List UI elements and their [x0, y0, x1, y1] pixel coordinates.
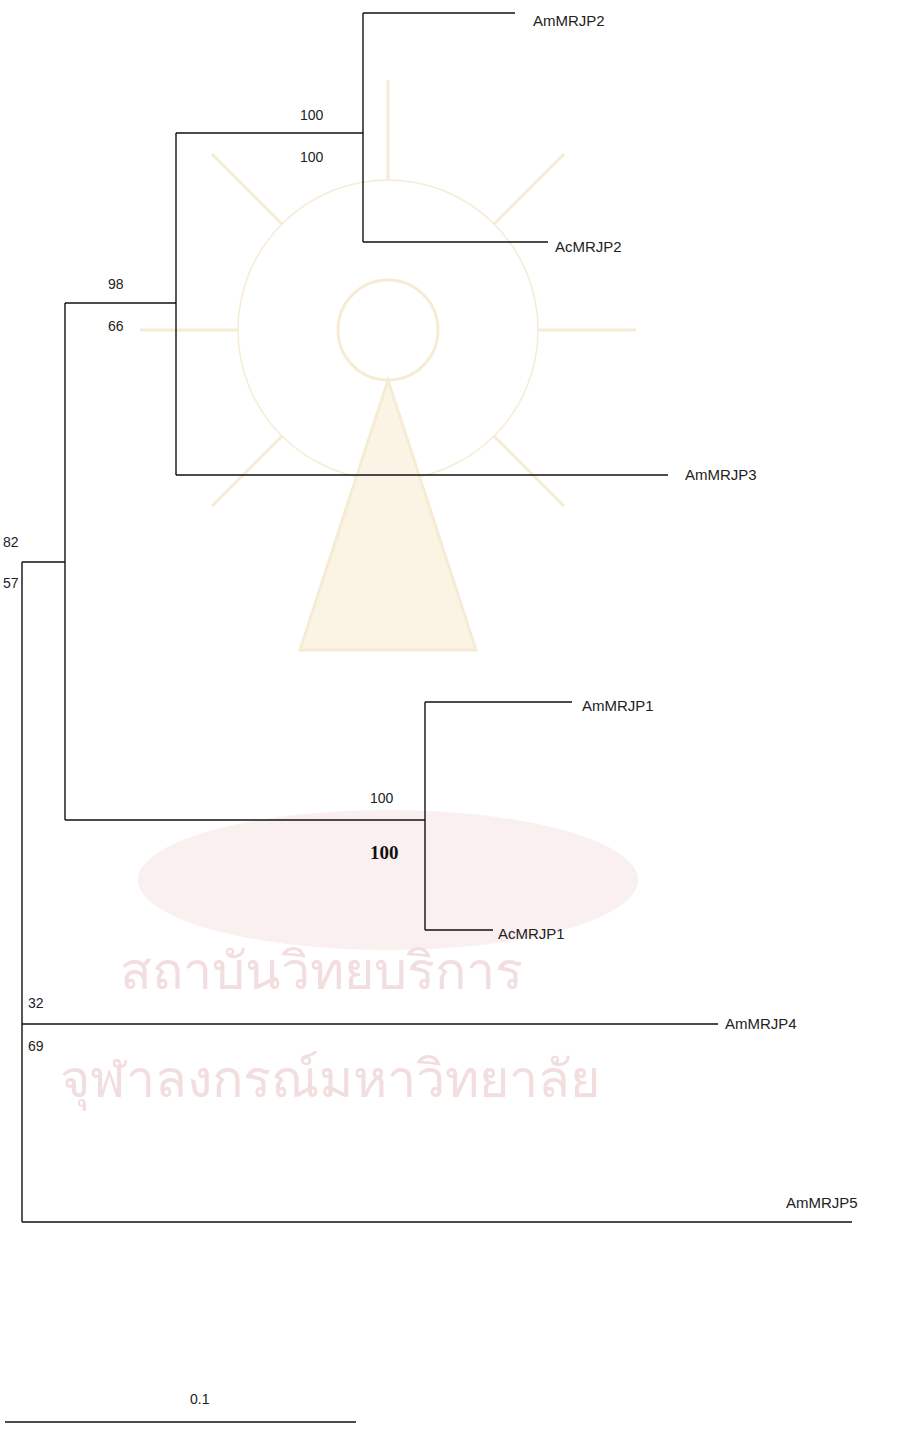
- bootstrap-value: 100: [370, 842, 399, 864]
- taxon-label: AmMRJP2: [533, 12, 605, 30]
- bootstrap-value: 82: [3, 533, 19, 551]
- taxon-label: AcMRJP1: [498, 925, 565, 943]
- bootstrap-value: 66: [108, 317, 124, 335]
- taxon-label: AmMRJP1: [582, 697, 654, 715]
- watermark-text: สถาบันวิทยบริการ: [120, 942, 523, 1000]
- bootstrap-value: 69: [28, 1037, 44, 1055]
- tree-branches: [22, 13, 852, 1222]
- bootstrap-value: 100: [300, 106, 323, 124]
- taxon-label: AmMRJP4: [725, 1015, 797, 1033]
- taxon-label: AmMRJP3: [685, 466, 757, 484]
- taxon-label: AmMRJP5: [786, 1194, 858, 1212]
- bootstrap-value: 57: [3, 574, 19, 592]
- bootstrap-value: 100: [370, 789, 393, 807]
- taxon-label: AcMRJP2: [555, 238, 622, 256]
- bootstrap-value: 100: [300, 148, 323, 166]
- scale-label: 0.1: [190, 1390, 209, 1408]
- watermark-text: จุฬาลงกรณ์มหาวิทยาลัย: [60, 1050, 600, 1108]
- scale-bar: [5, 1421, 356, 1422]
- bootstrap-value: 98: [108, 275, 124, 293]
- bootstrap-value: 32: [28, 994, 44, 1012]
